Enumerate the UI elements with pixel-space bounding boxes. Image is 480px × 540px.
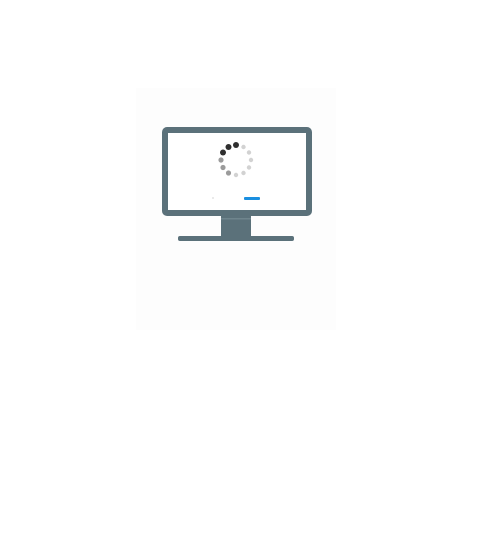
monitor-neck-line (221, 218, 251, 220)
spinner-dot (246, 165, 252, 170)
spinner-dot (233, 142, 239, 148)
spinner-dot (218, 157, 224, 163)
spinner-dot (241, 144, 246, 150)
monitor-base (178, 236, 294, 241)
loading-progress-bar (244, 197, 260, 200)
spinner-dot (241, 170, 246, 176)
spinner-dot (233, 172, 239, 178)
spinner-dot (225, 170, 232, 176)
spinner-dot (246, 150, 252, 155)
loading-spinner (218, 142, 254, 178)
monitor-neck (221, 216, 251, 236)
spinner-dot (248, 157, 254, 163)
screen-dot (212, 197, 214, 199)
spinner-dot (225, 144, 232, 150)
spinner-dot (220, 149, 226, 156)
spinner-dot (220, 164, 226, 171)
